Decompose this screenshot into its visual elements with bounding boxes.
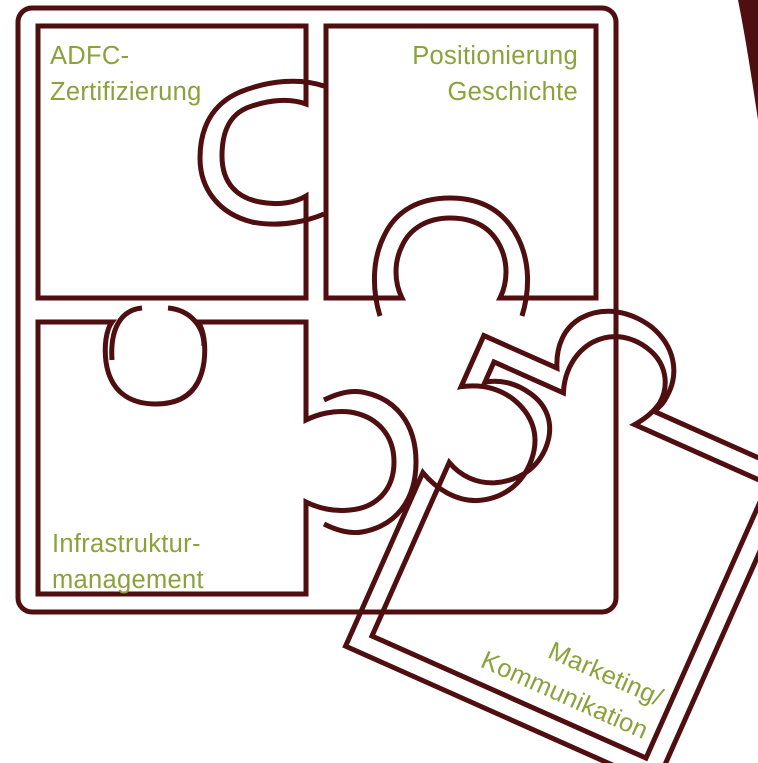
label-positionierung-line1: Positionierung [412,42,578,70]
piece-bottom-left-knob-right-track [322,389,419,535]
label-infrastruktur-line2: management [52,566,204,594]
piece-bottom-left [35,319,397,597]
piece-bottom-left-knob-top-track [109,305,143,361]
label-positionierung-line2: Geschichte [447,78,578,106]
piece-tilted [342,308,758,763]
corner-decoration [738,0,758,120]
piece-top-right-knob-track [371,195,531,317]
piece-top-left [35,23,309,301]
piece-tilted-outer [342,308,758,763]
piece-top-left-knob-track [197,78,325,227]
label-infrastruktur-line1: Infrastruktur- [52,530,201,558]
piece-top-right [323,23,599,301]
piece-tilted-inner [368,334,758,762]
piece-bottom-left-knob-top-track2 [167,305,207,347]
label-adfc-line2: Zertifizierung [50,78,202,106]
label-adfc-line1: ADFC- [50,42,129,70]
